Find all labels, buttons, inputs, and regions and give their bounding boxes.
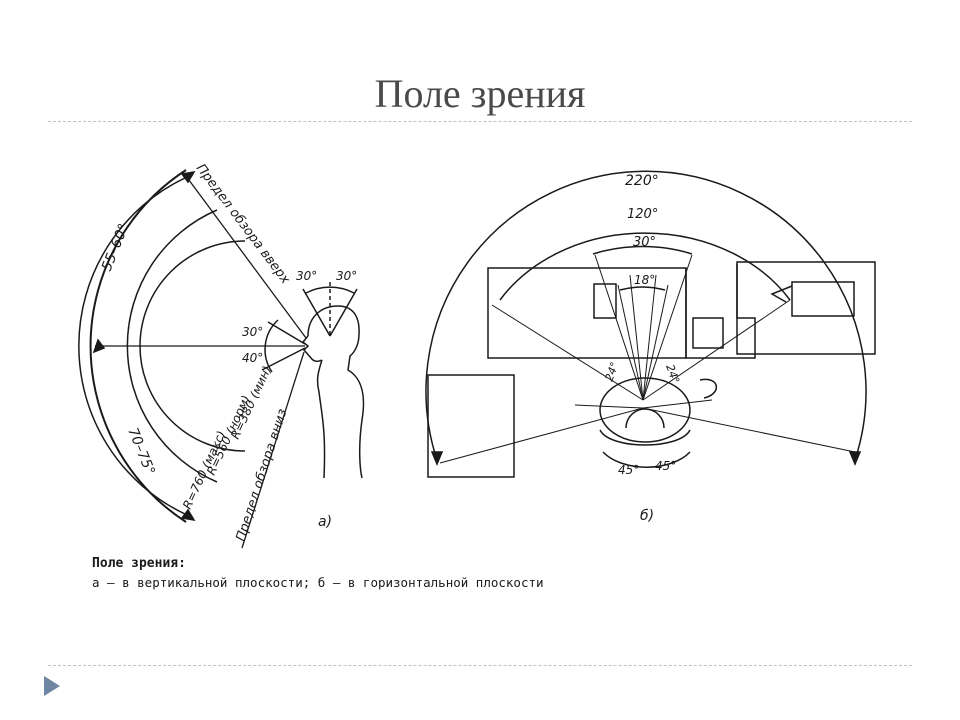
upper-limit-label: Предел обзора вверх (193, 161, 293, 287)
angle-left-eye-label: 24° (603, 360, 622, 383)
angle-220-label: 220° (625, 173, 659, 189)
eye-angle-up-label: 30° (242, 325, 263, 339)
arc-outer-angle (89, 169, 187, 523)
head-tilt-right (329, 288, 358, 337)
panel-left-inset (593, 283, 617, 319)
arc-r-min (139, 240, 246, 452)
panel-bottom-left (427, 374, 515, 478)
caption-title: Поле зрения: (92, 556, 186, 571)
angle-bottom-right-label: 45° (655, 459, 676, 473)
figure-b-sublabel: б) (640, 508, 654, 524)
panel-right-inset (791, 281, 855, 317)
angle-right-eye-label: 24° (663, 363, 682, 386)
eyes-dome (625, 408, 665, 429)
eye-angle-arc (264, 319, 279, 373)
ear-right (699, 378, 717, 399)
panel-right (736, 261, 876, 355)
arrow-220-left (430, 451, 444, 466)
title-divider (48, 121, 912, 122)
r-max-label: R=760 (макс) (180, 429, 228, 512)
figure-b-horizontal-plane: 220° 120° 30° 18° 24° 24° 45° 45° б) (425, 170, 876, 524)
shoulder-curve (599, 429, 691, 446)
arc-r-norm (126, 209, 218, 483)
angle-30-label: 30° (633, 235, 656, 250)
upper-limit-line (182, 171, 307, 339)
arc-18 (619, 286, 666, 291)
angle-up-label: 55–60° (99, 221, 132, 273)
footer-divider (48, 665, 912, 666)
eye-up-line (267, 321, 306, 345)
arc-30 (592, 245, 693, 255)
figure-a-sublabel: а) (318, 514, 332, 530)
head-angle-right-label: 30° (336, 269, 357, 283)
slide-title: Поле зрения (374, 71, 586, 116)
head-tilt-arc (305, 286, 355, 294)
panel-center-inset (692, 317, 724, 349)
caption-text: а — в вертикальной плоскости; б — в гори… (92, 575, 544, 590)
arrow-horizon-top (92, 338, 106, 354)
arc-220 (425, 170, 867, 461)
angle-bottom-left-label: 45° (618, 463, 639, 477)
angle-down-label: 70–75° (124, 426, 157, 478)
arc-r-max (78, 177, 186, 515)
arrow-down-head (180, 508, 196, 522)
figure-a-vertical-plane: 55–60° 70–75° Предел обзора вверх Предел… (78, 161, 365, 549)
head-angle-left-label: 30° (296, 269, 317, 283)
head-profile (301, 305, 365, 479)
lower-arc (602, 451, 691, 468)
head-tilt-left (302, 288, 331, 337)
angle-18-label: 18° (634, 273, 655, 287)
panel-center (685, 264, 756, 359)
arrow-220-right (848, 451, 862, 466)
lower-limit-line (241, 351, 305, 549)
slide-bullet-icon (44, 676, 60, 696)
head-top-view (599, 377, 691, 443)
panel-left (487, 267, 687, 359)
eye-angle-down-label: 40° (242, 351, 263, 365)
panel-right-arrow (770, 285, 793, 303)
angle-120-label: 120° (627, 207, 658, 222)
